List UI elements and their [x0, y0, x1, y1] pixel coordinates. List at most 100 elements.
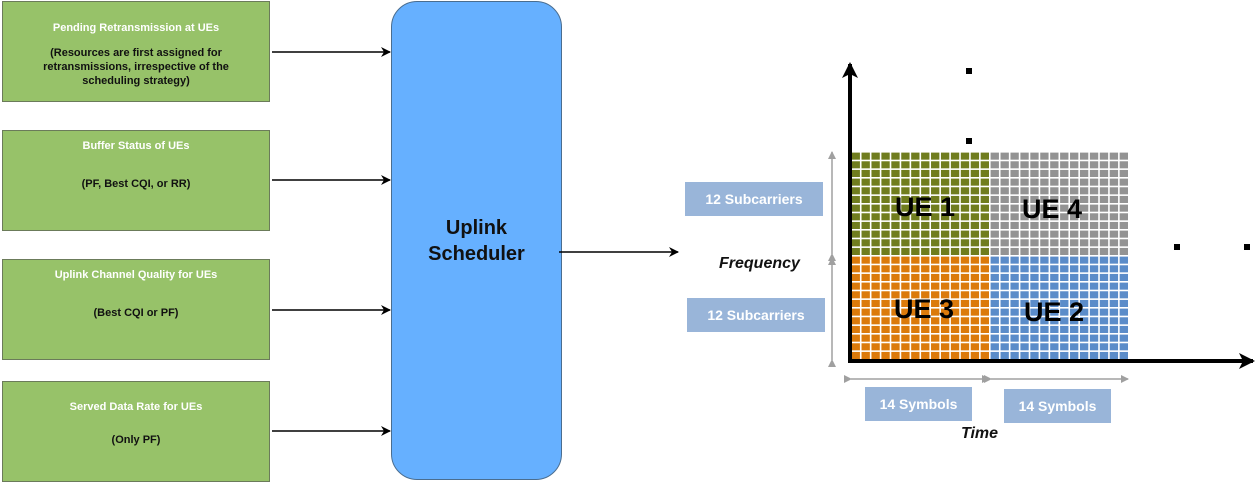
resource-element — [871, 265, 880, 273]
resource-element — [1000, 239, 1009, 247]
resource-element — [1030, 343, 1039, 351]
resource-element — [950, 282, 960, 290]
resource-element — [1070, 291, 1079, 299]
resource-element — [1040, 247, 1049, 255]
resource-element — [881, 256, 890, 264]
resource-element — [940, 152, 950, 160]
resource-element — [931, 187, 940, 195]
resource-element — [1030, 265, 1039, 273]
resource-element — [1040, 291, 1049, 299]
resource-element — [1089, 213, 1099, 221]
resource-element — [1000, 273, 1009, 281]
resource-element — [851, 161, 860, 169]
resource-element — [901, 213, 910, 221]
resource-element — [931, 152, 940, 160]
resource-element — [881, 291, 890, 299]
resource-element — [911, 351, 920, 359]
resource-element — [911, 221, 920, 229]
resource-element — [901, 317, 910, 325]
resource-element — [891, 291, 900, 299]
resource-element — [1020, 343, 1029, 351]
resource-element — [1030, 152, 1039, 160]
resource-element — [1020, 308, 1029, 316]
resource-element — [940, 273, 950, 281]
resource-element — [1109, 291, 1119, 299]
resource-element — [1010, 273, 1019, 281]
resource-element — [851, 317, 860, 325]
resource-element — [1010, 308, 1019, 316]
resource-element — [960, 325, 970, 333]
resource-element — [1010, 152, 1019, 160]
resource-element — [911, 291, 920, 299]
resource-element — [1030, 273, 1039, 281]
resource-element — [1070, 256, 1079, 264]
resource-element — [940, 308, 950, 316]
resource-element — [1109, 195, 1119, 203]
resource-element — [891, 265, 900, 273]
resource-element — [1000, 308, 1009, 316]
resource-element — [980, 273, 989, 281]
resource-element — [921, 230, 930, 238]
resource-element — [1099, 282, 1109, 290]
resource-element — [1010, 230, 1019, 238]
resource-element — [1040, 169, 1049, 177]
resource-element — [881, 213, 890, 221]
resource-element — [1050, 247, 1059, 255]
resource-element — [1000, 265, 1009, 273]
resource-element — [851, 152, 860, 160]
time-axis-label: Time — [961, 425, 999, 442]
resource-element — [1070, 308, 1079, 316]
resource-element — [960, 265, 970, 273]
resource-element — [851, 195, 860, 203]
resource-element — [931, 317, 940, 325]
resource-element — [871, 204, 880, 212]
resource-element — [1030, 325, 1039, 333]
resource-element — [911, 265, 920, 273]
frequency-axis-label: Frequency — [719, 255, 800, 272]
resource-element — [1089, 161, 1099, 169]
resource-element — [1109, 265, 1119, 273]
resource-element — [1079, 256, 1089, 264]
resource-element — [1109, 187, 1119, 195]
resource-element — [1010, 169, 1019, 177]
resource-element — [1050, 256, 1059, 264]
resource-element — [921, 291, 930, 299]
resource-element — [990, 239, 999, 247]
resource-element — [1030, 204, 1039, 212]
resource-element — [980, 325, 989, 333]
resource-element — [1060, 334, 1069, 342]
resource-element — [1070, 325, 1079, 333]
resource-element — [1070, 273, 1079, 281]
resource-element — [1020, 195, 1029, 203]
resource-element — [960, 213, 970, 221]
resource-element — [1040, 178, 1049, 186]
input-desc: (Resources are first assigned for retran… — [43, 47, 229, 87]
resource-element — [861, 343, 870, 351]
resource-element — [1119, 299, 1128, 307]
resource-element — [931, 239, 940, 247]
resource-element — [1119, 256, 1128, 264]
resource-element — [1040, 204, 1049, 212]
resource-element — [921, 204, 930, 212]
resource-element — [1010, 343, 1019, 351]
resource-element — [1030, 161, 1039, 169]
resource-element — [851, 169, 860, 177]
resource-block-ue2 — [990, 256, 1128, 359]
resource-element — [1000, 178, 1009, 186]
resource-block-ue1 — [851, 152, 989, 255]
resource-element — [990, 187, 999, 195]
resource-element — [990, 213, 999, 221]
resource-element — [931, 169, 940, 177]
input-title: Uplink Channel Quality for UEs — [54, 269, 218, 281]
resource-element — [970, 187, 980, 195]
input-desc: (Only PF) — [111, 434, 161, 446]
resource-element — [940, 299, 950, 307]
resource-element — [1089, 282, 1099, 290]
resource-element — [871, 343, 880, 351]
resource-element — [931, 265, 940, 273]
resource-element — [1089, 247, 1099, 255]
resource-element — [851, 256, 860, 264]
resource-element — [1070, 265, 1079, 273]
resource-element — [1070, 187, 1079, 195]
resource-element — [861, 334, 870, 342]
